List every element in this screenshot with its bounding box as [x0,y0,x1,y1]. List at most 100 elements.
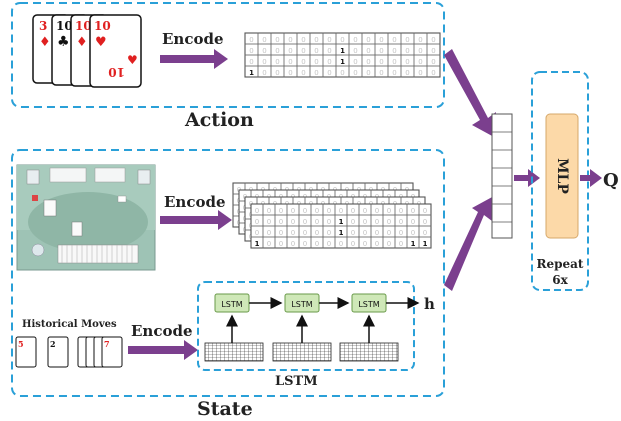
action-to-concat-arrow [444,49,496,137]
lstm-cell-2-label: LSTM [291,300,312,309]
matrix-zero-cell: 0 [262,69,266,77]
card-rank: 10 [75,19,92,33]
matrix-zero-cell: 0 [418,36,422,44]
matrix-zero-cell: 0 [431,69,435,77]
matrix-zero-cell: 0 [392,47,396,55]
matrix-zero-cell: 0 [314,47,318,55]
matrix-zero-cell: 0 [275,36,279,44]
matrix-zero-cell: 0 [327,207,331,215]
matrix-zero-cell: 0 [411,218,415,226]
matrix-zero-cell: 0 [387,229,391,237]
matrix-zero-cell: 0 [399,240,403,248]
matrix-one-cell: 1 [255,240,260,248]
matrix-zero-cell: 0 [279,240,283,248]
matrix-zero-cell: 0 [262,36,266,44]
matrix-one-cell: 1 [423,240,428,248]
action-title: Action [184,109,254,131]
matrix-one-cell: 1 [339,218,344,226]
mlp-block: MLP Repeat 6x [531,71,589,291]
matrix-zero-cell: 0 [267,229,271,237]
diamond-icon: ♦ [76,35,88,50]
matrix-zero-cell: 0 [353,36,357,44]
matrix-zero-cell: 0 [353,58,357,66]
matrix-zero-cell: 0 [275,69,279,77]
matrix-zero-cell: 0 [315,207,319,215]
mlp-label: MLP [554,158,570,194]
matrix-zero-cell: 0 [291,240,295,248]
matrix-zero-cell: 0 [379,36,383,44]
game-screenshot [16,164,156,271]
matrix-zero-cell: 0 [340,36,344,44]
matrix-one-cell: 1 [339,229,344,237]
matrix-zero-cell: 0 [255,229,259,237]
historical-cards: 5 2 7 [15,336,123,368]
matrix-zero-cell: 0 [249,58,253,66]
lstm-input-matrix-1 [204,342,264,362]
lstm-cell-3-label: LSTM [358,300,379,309]
lstm-input-matrix-3 [339,342,399,362]
state-title: State [197,398,253,420]
matrix-zero-cell: 0 [411,229,415,237]
matrix-zero-cell: 0 [262,47,266,55]
matrix-zero-cell: 0 [405,58,409,66]
matrix-zero-cell: 0 [405,69,409,77]
matrix-zero-cell: 0 [379,47,383,55]
lstm-cell-1-label: LSTM [221,300,242,309]
matrix-zero-cell: 0 [431,58,435,66]
matrix-zero-cell: 0 [351,229,355,237]
matrix-zero-cell: 0 [288,36,292,44]
matrix-zero-cell: 0 [363,207,367,215]
matrix-zero-cell: 0 [351,207,355,215]
matrix-zero-cell: 0 [423,229,427,237]
historical-moves-label: Historical Moves [22,319,117,330]
matrix-zero-cell: 0 [363,229,367,237]
matrix-zero-cell: 0 [387,240,391,248]
matrix-zero-cell: 0 [375,240,379,248]
matrix-zero-cell: 0 [392,36,396,44]
action-cards: 3 ♦ 10 ♣ 10 ♦ 10 ♥ ♥ 10 [32,14,142,88]
matrix-zero-cell: 0 [327,47,331,55]
repeat-label: Repeat [537,257,584,271]
lstm-module: LSTM LSTM LSTM h LSTM [197,281,435,389]
matrix-zero-cell: 0 [291,218,295,226]
matrix-zero-cell: 0 [392,69,396,77]
matrix-zero-cell: 0 [327,36,331,44]
matrix-zero-cell: 0 [423,207,427,215]
matrix-zero-cell: 0 [431,36,435,44]
matrix-zero-cell: 0 [275,47,279,55]
matrix-zero-cell: 0 [314,69,318,77]
matrix-zero-cell: 0 [291,229,295,237]
matrix-zero-cell: 0 [262,58,266,66]
matrix-zero-cell: 0 [303,240,307,248]
matrix-zero-cell: 0 [267,218,271,226]
heart-icon: ♥ [95,35,107,50]
historical-encode-label: Encode [131,322,193,340]
matrix-zero-cell: 0 [411,207,415,215]
matrix-zero-cell: 0 [249,47,253,55]
matrix-zero-cell: 0 [275,58,279,66]
historical-encode-arrow [128,340,198,360]
matrix-zero-cell: 0 [351,240,355,248]
mlp-dashed-border [531,71,589,291]
matrix-zero-cell: 0 [418,69,422,77]
matrix-zero-cell: 0 [366,47,370,55]
matrix-zero-cell: 0 [340,69,344,77]
matrix-zero-cell: 0 [301,36,305,44]
matrix-zero-cell: 0 [303,218,307,226]
matrix-zero-cell: 0 [327,218,331,226]
matrix-zero-cell: 0 [387,218,391,226]
matrix-zero-cell: 0 [249,36,253,44]
matrix-zero-cell: 0 [379,69,383,77]
matrix-zero-cell: 0 [366,58,370,66]
matrix-zero-cell: 0 [379,58,383,66]
matrix-zero-cell: 0 [375,218,379,226]
matrix-zero-cell: 0 [431,47,435,55]
matrix-zero-cell: 0 [366,69,370,77]
card-rank: 3 [39,19,47,33]
matrix-zero-cell: 0 [327,240,331,248]
card-rank-bottom: 10 [108,65,125,79]
matrix-zero-cell: 0 [279,218,283,226]
matrix-zero-cell: 0 [301,69,305,77]
